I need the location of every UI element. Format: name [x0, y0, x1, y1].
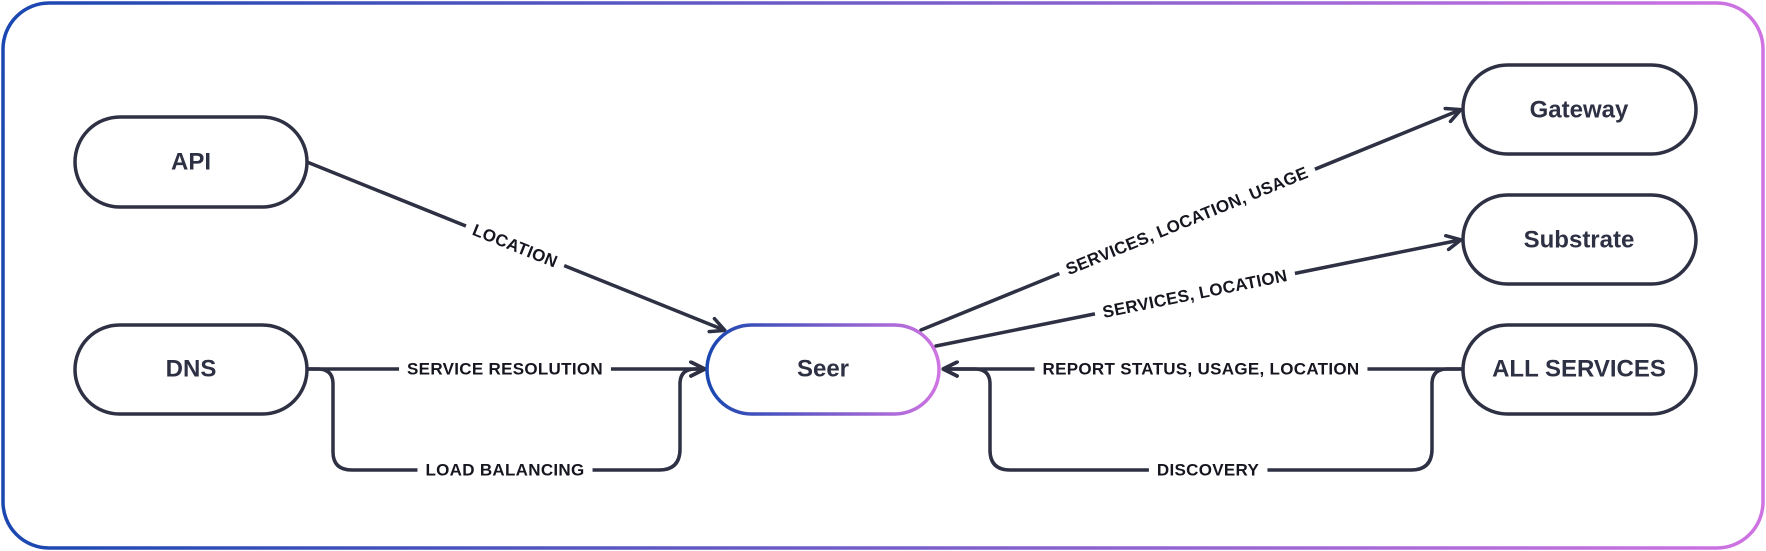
node-substrate: Substrate: [1461, 193, 1698, 286]
edge-all-services-discovery: DISCOVERY: [941, 360, 1465, 482]
svg-text:Gateway: Gateway: [1530, 97, 1629, 124]
edge-label-background: [417, 458, 593, 482]
edge-label-background: [1034, 357, 1368, 381]
edge-label-background: [1054, 158, 1320, 284]
edge-label-background: [399, 357, 611, 381]
edge-label-background: [1092, 262, 1298, 326]
svg-text:DNS: DNS: [166, 356, 217, 383]
svg-text:Seer: Seer: [797, 356, 849, 383]
svg-text:Substrate: Substrate: [1524, 227, 1635, 254]
edge-dns-load-balancing: LOAD BALANCING: [305, 360, 707, 482]
edge-label-load-balancing: LOAD BALANCING: [425, 461, 584, 480]
svg-text:ALL SERVICES: ALL SERVICES: [1492, 356, 1666, 383]
node-seer: Seer: [705, 323, 941, 416]
node-all-services: ALL SERVICES: [1461, 323, 1698, 416]
edge-label-service-resolution: SERVICE RESOLUTION: [407, 360, 603, 379]
node-dns: DNS: [73, 323, 309, 416]
edge-label-background: [1148, 458, 1268, 482]
svg-text:API: API: [171, 149, 211, 176]
edge-all-services-report: REPORT STATUS, USAGE, LOCATION: [941, 357, 1465, 381]
node-gateway: Gateway: [1461, 63, 1698, 156]
edge-dns-service-resolution: SERVICE RESOLUTION: [305, 357, 707, 381]
edge-label-discovery: DISCOVERY: [1157, 461, 1260, 480]
edge-label-report-status: REPORT STATUS, USAGE, LOCATION: [1043, 360, 1360, 379]
edge-label-background: [461, 215, 569, 277]
node-api: API: [73, 115, 309, 209]
